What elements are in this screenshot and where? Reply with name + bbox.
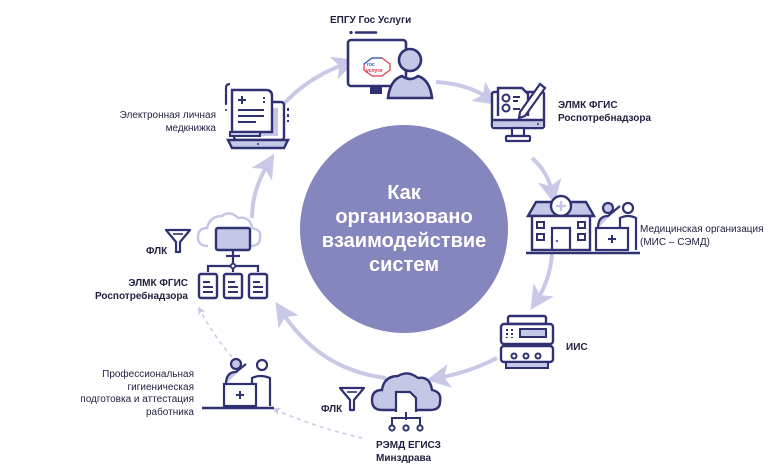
training-label-line1: Профессиональная bbox=[102, 369, 194, 380]
arrow-elmk-to-book bbox=[250, 153, 275, 219]
training-label-line3: подготовка и аттестация bbox=[80, 394, 194, 405]
monitor-user-icon: гос услуги bbox=[346, 30, 434, 100]
hospital-icon bbox=[525, 194, 640, 255]
elmk-left-label-line2: Роспотребнадзора bbox=[94, 290, 188, 302]
checklist-monitor-icon bbox=[490, 82, 547, 143]
center-circle: Как организовано взаимодействие систем bbox=[300, 125, 508, 333]
iis-label: ИИС bbox=[566, 342, 588, 353]
remd-filter-label: ФЛК bbox=[321, 404, 343, 415]
elmk-book-label-line1: Электронная личная bbox=[119, 110, 216, 121]
center-title: Как организовано взаимодействие систем bbox=[321, 182, 487, 276]
arrow-remd-to-elmk bbox=[275, 301, 387, 380]
arrow-iis-to-remd bbox=[426, 356, 498, 388]
elmk-book-label: Электронная личная медкнижка bbox=[120, 110, 216, 135]
elmk-top-label: ЭЛМК ФГИС Роспотребнадзора bbox=[558, 100, 651, 125]
elmk-left-filter-label: ФЛК bbox=[146, 246, 168, 257]
remd-label: РЭМД ЕГИСЗ Минздрава bbox=[376, 440, 441, 465]
server-icon bbox=[499, 314, 555, 369]
med-org-label: Медицинская организация (МИС – СЭМД) bbox=[640, 224, 764, 249]
elmk-book-label-line2: медкнижка bbox=[165, 122, 216, 134]
elmk-top-label-line1: ЭЛМК ФГИС bbox=[558, 100, 618, 111]
elmk-top-label-line2: Роспотребнадзора bbox=[558, 112, 652, 124]
elmk-left-label-line1: ЭЛМК ФГИС bbox=[128, 278, 188, 289]
arrow-epgu-to-elmk bbox=[435, 80, 498, 105]
consultation-icon bbox=[202, 357, 274, 410]
remd-label-line1: РЭМД ЕГИСЗ bbox=[376, 440, 441, 451]
arrow-medorg-to-iis bbox=[530, 253, 554, 311]
med-org-label-line2: (МИС – СЭМД) bbox=[640, 236, 710, 248]
training-label-line2: гигиеническая bbox=[127, 381, 194, 393]
training-label-line4: работника bbox=[145, 406, 194, 418]
cloud-network-icon bbox=[196, 212, 269, 300]
gosuslugi-logo-text-1: гос bbox=[367, 62, 375, 68]
elmk-left-label: ЭЛМК ФГИС Роспотребнадзора bbox=[95, 278, 188, 303]
remd-label-line2: Минздрава bbox=[376, 452, 432, 464]
gosuslugi-logo-text-2: услуги bbox=[366, 68, 382, 74]
dashed-arrow-remd-to-training bbox=[272, 407, 363, 439]
dashed-arrow-training-to-elmk bbox=[198, 306, 233, 358]
med-org-label-line1: Медицинская организация bbox=[640, 224, 764, 235]
filter-icon bbox=[164, 228, 192, 254]
filter-icon bbox=[338, 386, 366, 412]
training-label: Профессиональная гигиеническая подготовк… bbox=[80, 369, 194, 419]
cloud-document-icon bbox=[370, 372, 442, 432]
epgu-label: ЕПГУ Гос Услуги bbox=[330, 15, 412, 26]
laptop-document-icon bbox=[224, 82, 290, 150]
arrow-elmk-to-medorg bbox=[530, 156, 562, 204]
